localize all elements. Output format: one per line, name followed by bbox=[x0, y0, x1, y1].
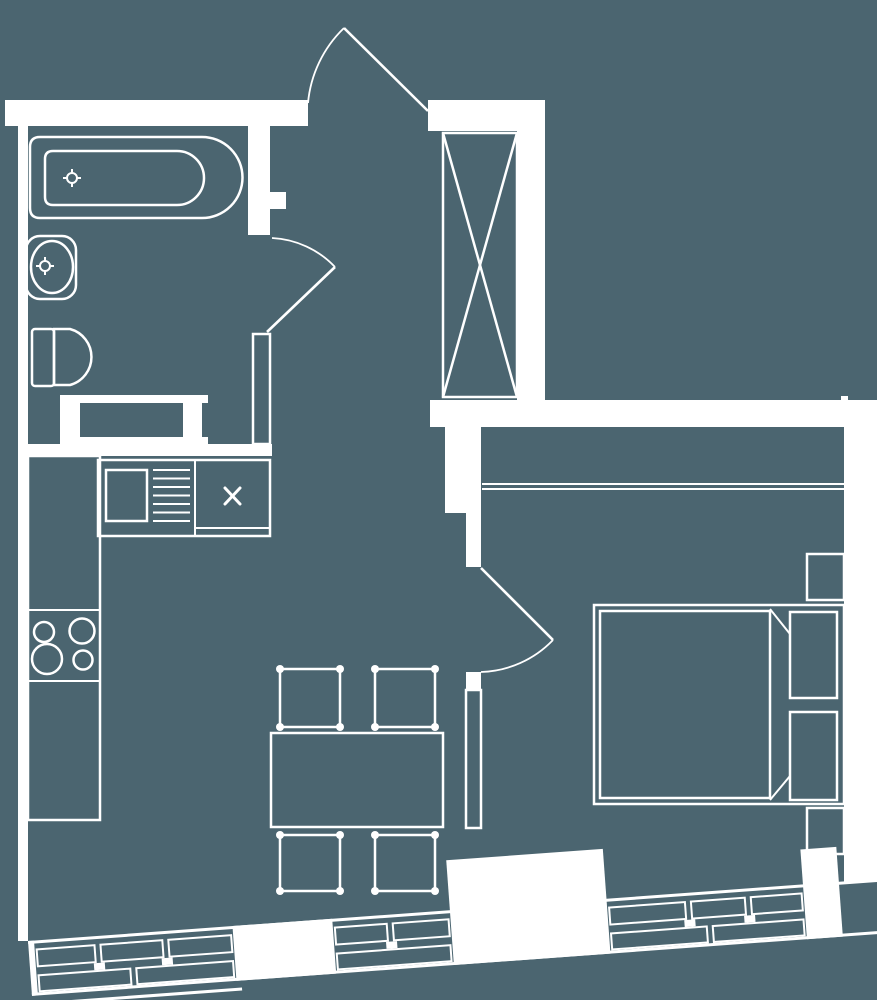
stove-hob bbox=[30, 617, 96, 676]
sink-counter bbox=[96, 458, 272, 538]
wash-basin bbox=[24, 234, 78, 301]
basin-faucet-icon bbox=[36, 257, 54, 275]
window-pier-3 bbox=[800, 846, 843, 940]
wardrobe-outline bbox=[441, 131, 519, 399]
left-wall bbox=[18, 125, 28, 941]
bedroom-door bbox=[480, 567, 554, 673]
kitchen bbox=[26, 454, 445, 895]
bathtub-outer bbox=[28, 135, 244, 220]
window-glazing-row-lower bbox=[37, 918, 806, 993]
walls bbox=[5, 100, 877, 941]
bathtub bbox=[28, 135, 244, 220]
toilet-tank bbox=[30, 327, 56, 388]
counter-cabinet bbox=[104, 468, 149, 523]
bathroom bbox=[24, 135, 336, 446]
bedroom-door-swing-arc bbox=[480, 639, 554, 673]
sink-counter-outline bbox=[96, 458, 272, 538]
entrance-door-swing-arc bbox=[307, 27, 345, 104]
mid-horizontal-wall bbox=[430, 400, 844, 427]
bedroom bbox=[464, 483, 846, 856]
entrance-door-leaf bbox=[343, 27, 429, 112]
chair-bottom-right bbox=[371, 831, 439, 895]
wardrobe-x-diag-2 bbox=[441, 132, 519, 398]
sink-cross-icon bbox=[223, 486, 242, 506]
terrace-edge-line bbox=[32, 987, 243, 1000]
chair-top-left bbox=[276, 665, 344, 731]
top-wall-left bbox=[5, 100, 308, 126]
tall-counter-outline bbox=[26, 454, 102, 822]
bedroom-door-jamb-lower bbox=[466, 672, 481, 690]
bathtub-inner bbox=[43, 149, 206, 207]
burner-small-1 bbox=[32, 620, 56, 644]
toilet bbox=[30, 327, 93, 388]
entrance-jamb-left bbox=[303, 100, 308, 122]
window-pier-1 bbox=[232, 918, 337, 981]
bathroom-wall-tab bbox=[270, 192, 286, 209]
burner-medium bbox=[68, 617, 96, 645]
bed-frame bbox=[592, 603, 846, 806]
bedroom-door-leaf bbox=[480, 567, 554, 641]
dining-set bbox=[269, 665, 445, 895]
entrance-door bbox=[307, 27, 429, 112]
tall-counter bbox=[26, 454, 102, 822]
nightstand-top bbox=[805, 552, 846, 602]
bathroom-door bbox=[266, 237, 336, 333]
blanket-fold-bottom bbox=[769, 775, 791, 801]
drainer-stripes bbox=[153, 469, 190, 522]
chair-top-right bbox=[371, 665, 439, 731]
bathtub-faucet-icon bbox=[63, 169, 81, 187]
bedroom-door-jamb-upper bbox=[466, 513, 481, 567]
burner-large bbox=[30, 642, 64, 676]
bedroom-left-wall-upper bbox=[445, 427, 481, 513]
chair-bottom-left bbox=[276, 831, 344, 895]
right-wall bbox=[844, 400, 877, 882]
pillow-top bbox=[788, 610, 839, 700]
bathroom-door-swing-arc bbox=[271, 237, 336, 268]
hallway bbox=[307, 27, 519, 399]
window-band bbox=[27, 846, 877, 1000]
double-bed bbox=[592, 603, 846, 806]
bedroom-left-wall-lower bbox=[464, 688, 483, 830]
bed-mattress bbox=[598, 609, 772, 800]
bathroom-kitchen-divider-wall bbox=[25, 444, 272, 456]
dining-table bbox=[269, 731, 445, 829]
window-pier-2 bbox=[446, 848, 611, 966]
basin-bowl bbox=[29, 239, 75, 295]
window-glazing-row-upper bbox=[35, 892, 804, 968]
window-mullion-marks bbox=[93, 914, 756, 971]
bench bbox=[60, 395, 208, 445]
nightstand-bottom bbox=[805, 806, 846, 856]
burner-small-2 bbox=[72, 649, 94, 671]
wall-tick bbox=[841, 396, 848, 401]
wardrobe bbox=[441, 131, 519, 399]
closet-front-double-line bbox=[482, 483, 844, 490]
wardrobe-right-wall bbox=[517, 100, 545, 400]
basin-outer bbox=[24, 234, 78, 301]
blanket-fold-top bbox=[769, 608, 791, 635]
pillow-bottom bbox=[788, 710, 839, 802]
bathroom-door-leaf bbox=[266, 266, 336, 333]
toilet-bowl bbox=[52, 327, 93, 387]
bathroom-right-wall-lower bbox=[251, 332, 272, 446]
bathroom-right-wall-upper bbox=[248, 125, 270, 235]
window-piers bbox=[232, 846, 843, 981]
band-left-cap bbox=[27, 940, 38, 996]
